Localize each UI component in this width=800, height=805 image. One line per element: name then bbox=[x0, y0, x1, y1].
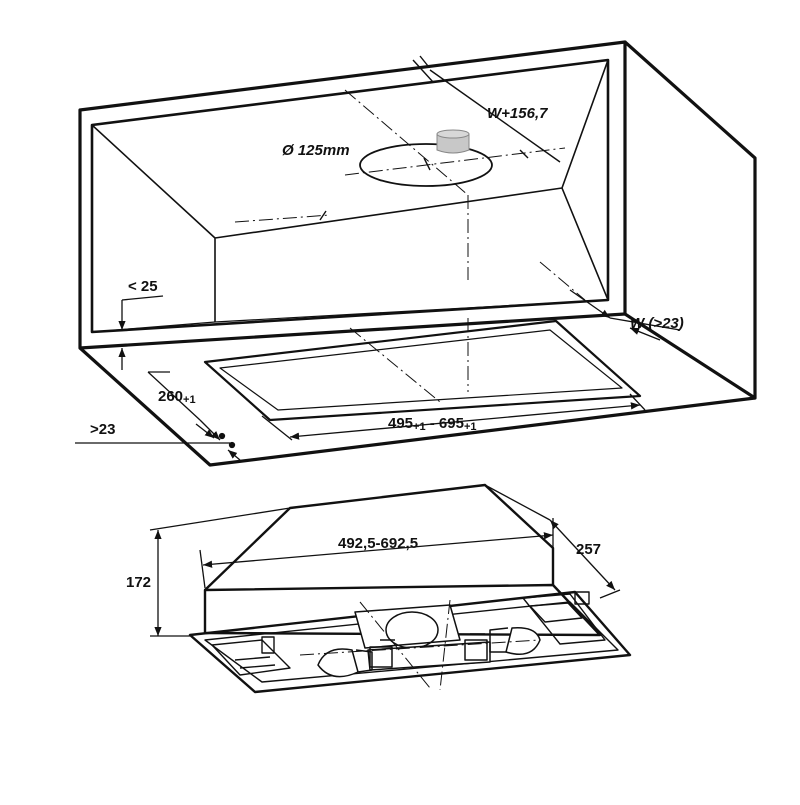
hood-unit bbox=[188, 483, 632, 694]
bulb-left-icon bbox=[317, 648, 373, 678]
control-panel-left bbox=[211, 636, 291, 676]
cabinet-inner-back bbox=[91, 59, 609, 322]
dim-cutout-width-min: 495 bbox=[388, 415, 413, 432]
dim-duct-diameter-label: Ø 125mm bbox=[282, 142, 350, 159]
cabinet-outer-front bbox=[78, 40, 627, 350]
duct-stub-top bbox=[436, 129, 470, 139]
dim-hood-height: 172 bbox=[126, 507, 291, 637]
cutout-inner bbox=[219, 329, 623, 411]
center-lines bbox=[234, 89, 586, 403]
dim-hood-depth-label: 257 bbox=[576, 541, 601, 558]
dim-cutout-width-sep: - bbox=[426, 415, 439, 432]
dim-hood-depth: 257 bbox=[484, 484, 621, 599]
motor-assembly bbox=[354, 604, 491, 671]
dim-cutout-depth-value: 260 bbox=[158, 388, 183, 405]
dim-side-gap-label: W (>23) bbox=[630, 315, 684, 332]
dim-hood-width: 492,5-692,5 bbox=[199, 518, 554, 589]
dim-cutout-depth-label: 260+1 bbox=[158, 388, 196, 406]
dim-cutout-width: 495+1 - 695+1 bbox=[261, 393, 646, 441]
centerline-diagonal bbox=[344, 89, 469, 196]
dim-opening-offset: W+156,7 bbox=[487, 105, 548, 122]
dim-front-gap-label: >23 bbox=[90, 421, 115, 438]
centerline-cutout-diag bbox=[349, 327, 441, 403]
top-ticks bbox=[319, 55, 561, 221]
cabinet-bottom bbox=[78, 346, 756, 467]
dim-top-gap-label: < 25 bbox=[128, 278, 158, 295]
dim-cutout-width-max-tol: +1 bbox=[464, 421, 477, 433]
hood-centerlines bbox=[299, 599, 541, 691]
dim-cutout-width-min-tol: +1 bbox=[413, 421, 426, 433]
hood-front bbox=[203, 583, 602, 637]
cabinet-inner-base-line bbox=[214, 299, 609, 323]
dim-hood-height-label: 172 bbox=[126, 574, 151, 591]
dim-cutout-depth-tol: +1 bbox=[183, 394, 196, 406]
duct-opening bbox=[359, 129, 493, 187]
dim-front-gap: >23 bbox=[75, 421, 241, 461]
centerline-side bbox=[539, 261, 586, 301]
dim-cutout-depth: 260+1 bbox=[147, 371, 221, 441]
dim-opening-offset-label: W+156,7 bbox=[487, 105, 548, 122]
cutout-opening bbox=[203, 319, 642, 422]
duct-circle bbox=[359, 143, 493, 187]
centerline-back bbox=[234, 214, 331, 223]
bulb-right-icon bbox=[489, 627, 541, 655]
cutout-outer bbox=[203, 319, 642, 422]
dim-cutout-width-max: 695 bbox=[439, 415, 464, 432]
dim-side-gap: W (>23) bbox=[569, 289, 684, 341]
dim-duct-diameter: Ø 125mm bbox=[282, 142, 350, 159]
dim-hood-width-label: 492,5-692,5 bbox=[338, 535, 418, 552]
dim-cutout-width-label: 495+1 - 695+1 bbox=[388, 415, 477, 433]
centerline-horizontal bbox=[344, 147, 566, 176]
dim-top-gap: < 25 bbox=[118, 278, 164, 370]
cabinet-right-side bbox=[623, 40, 757, 400]
control-panel-right bbox=[522, 591, 606, 645]
cabinet-bottom-inner bbox=[91, 321, 216, 333]
